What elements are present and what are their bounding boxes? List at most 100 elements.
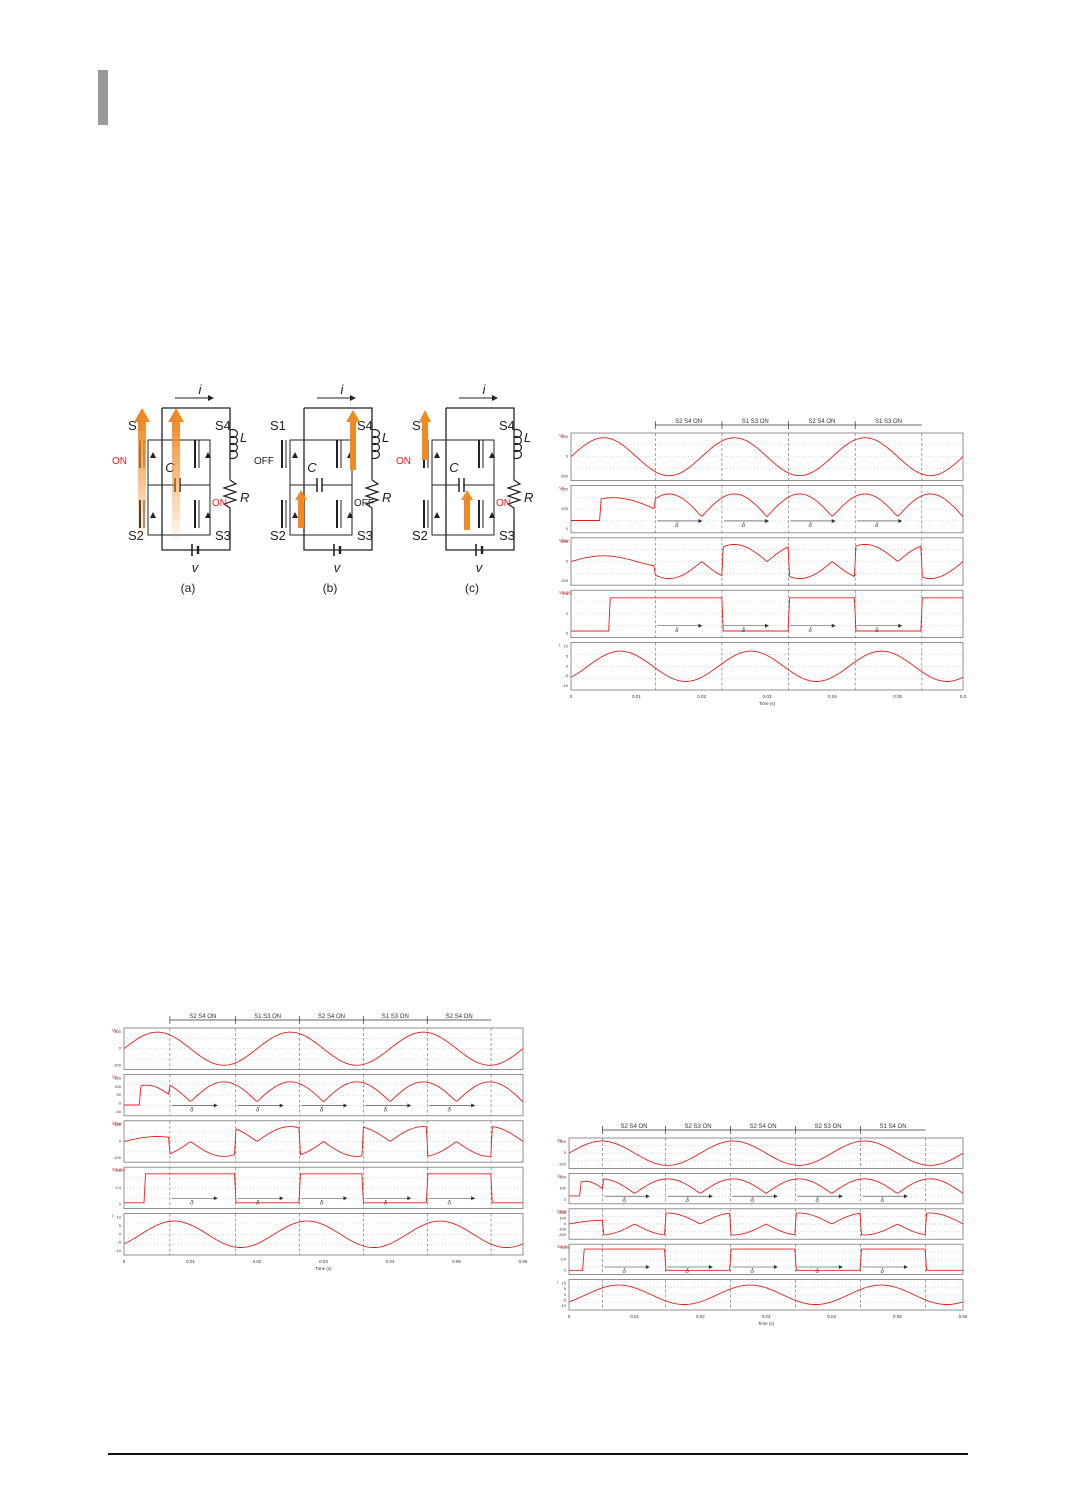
right-switch-state: OFF bbox=[354, 498, 374, 509]
delta-label: δ bbox=[808, 628, 812, 634]
waveform-Vc bbox=[124, 1081, 524, 1106]
y-tick-label: 100 bbox=[559, 1186, 566, 1191]
channel-label: Vc bbox=[559, 485, 565, 490]
y-tick-label: 0.4 bbox=[560, 1256, 566, 1261]
waveform-I bbox=[123, 1220, 524, 1248]
resistor bbox=[222, 479, 238, 520]
y-tick-label: 5 bbox=[566, 653, 569, 658]
x-axis-label: Time (s) bbox=[315, 1266, 332, 1271]
current-flow-arrow bbox=[350, 420, 356, 470]
y-tick-label: -5 bbox=[562, 1297, 566, 1302]
delta-label: δ bbox=[675, 523, 679, 529]
x-tick-label: 0.02 bbox=[697, 694, 706, 699]
inductor-coil bbox=[229, 435, 239, 446]
diode-icon bbox=[489, 452, 495, 458]
delta-label: δ bbox=[686, 1269, 690, 1275]
waveform-Vc bbox=[571, 493, 964, 521]
switch-label: S4 bbox=[357, 418, 373, 433]
y-tick-label: 150 bbox=[114, 1075, 121, 1080]
source-label: v bbox=[334, 560, 342, 575]
delta-label: δ bbox=[742, 628, 746, 634]
y-tick-label: 0 bbox=[119, 1046, 122, 1051]
left-switch-state: ON bbox=[396, 456, 411, 467]
y-tick-label: 200 bbox=[559, 1174, 566, 1179]
waveform-Vsung bbox=[124, 1173, 523, 1204]
interval-label: S2 S4 ON bbox=[446, 1014, 473, 1020]
y-tick-label: 200 bbox=[561, 486, 568, 491]
waveform-I bbox=[570, 650, 964, 682]
y-tick-label: -5 bbox=[117, 1240, 121, 1245]
y-tick-label: -10 bbox=[560, 1303, 567, 1308]
capacitor-label: C bbox=[165, 460, 175, 475]
x-tick-label: 0.05 bbox=[893, 1314, 902, 1319]
y-tick-label: 10 bbox=[117, 1215, 122, 1220]
waveform-Vlow bbox=[568, 1212, 964, 1236]
delta-label: δ bbox=[622, 1269, 626, 1275]
y-tick-label: -100 bbox=[558, 1227, 567, 1232]
diode-icon bbox=[347, 512, 353, 518]
switch-label: S4 bbox=[215, 418, 231, 433]
left-switch-state: OFF bbox=[254, 456, 274, 467]
inductor-label: L bbox=[382, 430, 389, 445]
y-tick-label: 0 bbox=[566, 559, 569, 564]
inductor-coil bbox=[513, 449, 523, 460]
margin-tab bbox=[98, 70, 108, 125]
inductor-coil bbox=[371, 435, 381, 446]
y-tick-label: 200 bbox=[559, 1139, 566, 1144]
interval-label: S1 S3 ON bbox=[742, 419, 769, 425]
y-tick-label: 0 bbox=[564, 1197, 567, 1202]
subfigure-caption: (b) bbox=[323, 581, 338, 595]
interval-label: S2 S4 ON bbox=[675, 419, 702, 425]
y-tick-label: -100 bbox=[113, 1155, 122, 1160]
inductor-coil bbox=[229, 449, 239, 460]
diode-icon bbox=[292, 512, 298, 518]
x-tick-label: 0.02 bbox=[253, 1259, 262, 1264]
delta-label: δ bbox=[320, 1107, 324, 1113]
y-tick-label: 5 bbox=[564, 1286, 567, 1291]
delta-label: δ bbox=[808, 523, 812, 529]
interval-label: S2 S4 ON bbox=[318, 1014, 345, 1020]
interval-label: S1 S3 ON bbox=[382, 1014, 409, 1020]
delta-label: δ bbox=[190, 1200, 194, 1206]
channel-label: Vlow bbox=[112, 1121, 123, 1126]
resistor-label: R bbox=[240, 490, 249, 505]
diode-icon bbox=[434, 452, 440, 458]
y-tick-label: 0 bbox=[566, 663, 569, 668]
x-tick-label: 0.05 bbox=[893, 694, 902, 699]
delta-label: δ bbox=[751, 1269, 755, 1275]
waveform-Vsung bbox=[569, 1248, 963, 1271]
inductor-coil bbox=[513, 442, 523, 453]
y-tick-label: 100 bbox=[559, 1215, 566, 1220]
delta-label: δ bbox=[881, 1198, 885, 1204]
y-tick-label: 0 bbox=[564, 1268, 567, 1273]
channel-label: Vlow bbox=[557, 1209, 568, 1214]
y-tick-label: 200 bbox=[561, 539, 568, 544]
x-axis-label: Time (s) bbox=[759, 701, 776, 706]
switch-label: S2 bbox=[270, 528, 286, 543]
channel-label: Vc bbox=[112, 1074, 118, 1079]
y-tick-label: 200 bbox=[559, 1210, 566, 1215]
y-tick-label: -200 bbox=[560, 473, 569, 478]
inductor-coil bbox=[371, 442, 381, 453]
y-tick-label: -10 bbox=[562, 683, 569, 688]
circuit-figure: iLRvCS1S2S4S3ONON(a)iLRvCS1S2S4S3OFFOFF(… bbox=[112, 382, 533, 595]
delta-label: δ bbox=[256, 1107, 260, 1113]
y-tick-label: -50 bbox=[115, 1109, 122, 1114]
y-tick-label: 5 bbox=[119, 1223, 122, 1228]
waveform-Vlow bbox=[570, 543, 964, 580]
capacitor-label: C bbox=[307, 460, 317, 475]
inductor-coil bbox=[513, 428, 523, 439]
y-tick-label: -10 bbox=[115, 1248, 122, 1253]
y-tick-label: 0 bbox=[564, 1221, 567, 1226]
footer-rule bbox=[108, 1453, 968, 1455]
x-tick-label: 0.01 bbox=[186, 1259, 195, 1264]
inductor-coil bbox=[229, 428, 239, 439]
capacitor-label: C bbox=[449, 460, 459, 475]
channel-label: I bbox=[112, 1214, 113, 1219]
channel-label: Vlow bbox=[559, 538, 570, 543]
subfigure-caption: (a) bbox=[181, 581, 196, 595]
left-switch-state: ON bbox=[112, 456, 127, 467]
